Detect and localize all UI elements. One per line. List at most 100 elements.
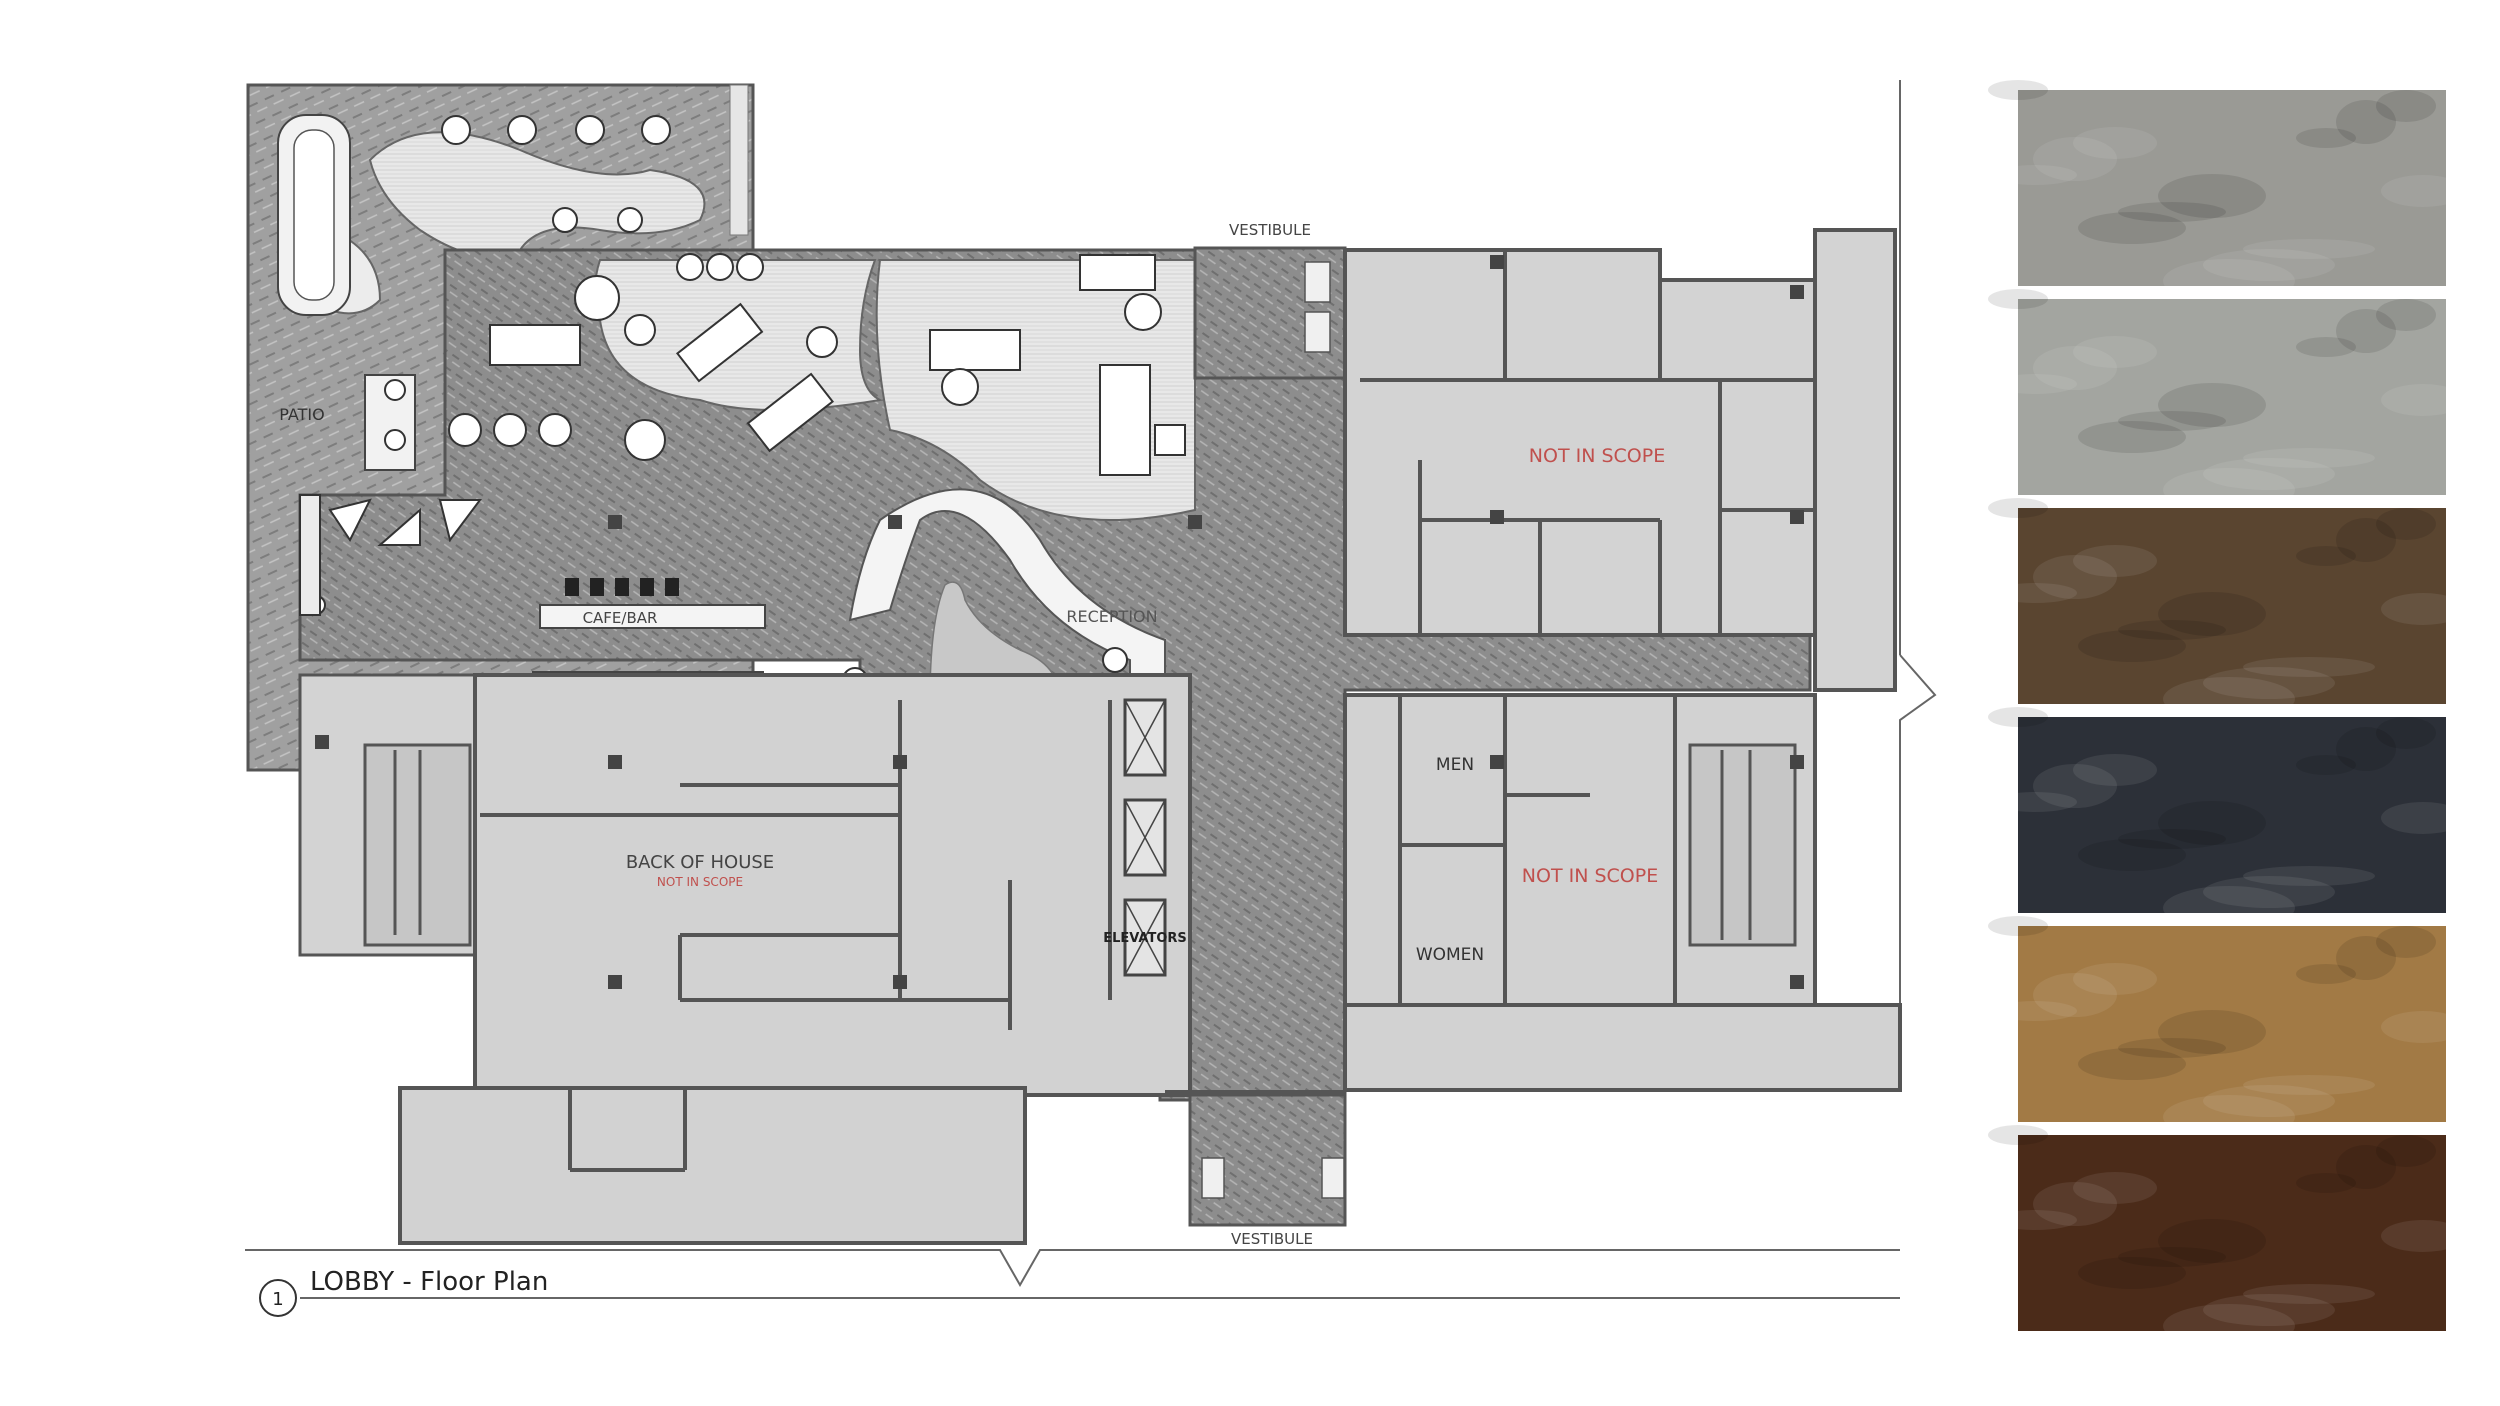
material-texture-dark-carpet [2163,886,2295,930]
material-texture-stone-tile [2243,239,2375,259]
material-texture-stone-tile [1993,165,2077,185]
material-texture-concrete [2381,384,2465,416]
material-texture-concrete [2203,458,2335,490]
view-number-circle [259,1279,297,1317]
material-texture-patterned-carpet [2033,555,2117,599]
site-lines [245,80,1937,1299]
material-texture-stone-tile [2033,137,2117,181]
patio-planters [299,494,482,616]
material-texture-patterned-carpet [2203,667,2335,699]
material-texture-dark-carpet [2381,802,2465,834]
material-texture-patterned-carpet [2336,518,2396,562]
material-texture-stone-tile [1988,80,2048,100]
not-in-scope-right-label: NOT IN SCOPE [1522,865,1658,887]
material-texture-walnut-wood [2376,1135,2436,1167]
material-texture-patterned-carpet [1988,498,2048,518]
material-texture-dark-carpet [2078,839,2186,871]
material-texture-walnut-wood [2336,1145,2396,1189]
material-texture-walnut-wood [2163,1304,2295,1348]
material-texture-walnut-wood [2078,1257,2186,1289]
material-texture-patterned-carpet [2078,630,2186,662]
material-texture-metallic-bronze [2158,1010,2266,1054]
material-swatch-dark-carpet [2018,717,2446,913]
material-texture-concrete [2073,336,2157,368]
material-texture-concrete [2296,337,2356,357]
material-texture-metallic-bronze [2243,1075,2375,1095]
material-texture-metallic-bronze [2118,1038,2226,1058]
elevators-label: ELEVATORS [1103,931,1187,946]
material-texture-walnut-wood [2118,1247,2226,1267]
cafe-bar-label: CAFE/BAR [583,609,658,627]
plan-title: LOBBY - Floor Plan [310,1267,548,1297]
vestibule-top-label: VESTIBULE [1229,221,1311,239]
material-texture-patterned-carpet [2376,508,2436,540]
material-texture-patterned-carpet [2381,593,2465,625]
material-swatch-metallic-bronze [2018,926,2446,1122]
material-texture-concrete [2336,309,2396,353]
offices-top-right [1343,228,1897,692]
material-texture-dark-carpet [2118,829,2226,849]
material-texture-walnut-wood [2203,1294,2335,1326]
material-texture-stone-tile [2203,249,2335,281]
material-texture-dark-carpet [2158,801,2266,845]
stair-right [1688,743,1797,947]
material-texture-metallic-bronze [1993,1001,2077,1021]
material-swatch-stone-tile [2018,90,2446,286]
material-texture-metallic-bronze [2163,1095,2295,1139]
material-texture-metallic-bronze [2381,1011,2465,1043]
material-texture-dark-carpet [2296,755,2356,775]
view-number: 1 [272,1289,283,1310]
material-texture-dark-carpet [2336,727,2396,771]
columns [315,255,1804,989]
not-in-scope-top-label: NOT IN SCOPE [1529,445,1665,467]
material-texture-concrete [2376,299,2436,331]
material-texture-metallic-bronze [2336,936,2396,980]
material-texture-concrete [2118,411,2226,431]
material-texture-concrete [2158,383,2266,427]
material-texture-walnut-wood [2033,1182,2117,1226]
material-texture-stone-tile [2163,259,2295,303]
material-texture-stone-tile [2073,127,2157,159]
men-label: MEN [1436,755,1474,775]
material-texture-metallic-bronze [2296,964,2356,984]
material-texture-dark-carpet [2203,876,2335,908]
material-texture-walnut-wood [2158,1219,2266,1263]
material-texture-patterned-carpet [2118,620,2226,640]
material-texture-walnut-wood [1993,1210,2077,1230]
material-texture-walnut-wood [2381,1220,2465,1252]
material-texture-dark-carpet [1993,792,2077,812]
material-texture-patterned-carpet [2243,657,2375,677]
material-texture-walnut-wood [2296,1173,2356,1193]
back-of-house-note: NOT IN SCOPE [657,875,743,889]
material-swatch-walnut-wood [2018,1135,2446,1331]
material-swatch-concrete [2018,299,2446,495]
material-texture-concrete [2163,468,2295,512]
material-texture-stone-tile [2381,175,2465,207]
material-texture-concrete [2033,346,2117,390]
material-texture-dark-carpet [1988,707,2048,727]
material-texture-stone-tile [2078,212,2186,244]
material-swatch-patterned-carpet [2018,508,2446,704]
material-texture-metallic-bronze [2203,1085,2335,1117]
material-texture-walnut-wood [2073,1172,2157,1204]
material-texture-stone-tile [2118,202,2226,222]
back-of-house-label: BACK OF HOUSE [626,852,774,873]
material-texture-patterned-carpet [2073,545,2157,577]
material-texture-walnut-wood [1988,1125,2048,1145]
material-texture-stone-tile [2158,174,2266,218]
material-texture-dark-carpet [2243,866,2375,886]
lobby-furniture [306,115,1186,693]
material-texture-stone-tile [2336,100,2396,144]
material-texture-patterned-carpet [2163,677,2295,721]
vestibule-bottom: VESTIBULE [1165,1090,1347,1248]
women-label: WOMEN [1416,945,1484,965]
material-texture-patterned-carpet [2158,592,2266,636]
vestibule-bottom-label: VESTIBULE [1231,1230,1313,1248]
material-texture-concrete [1988,289,2048,309]
material-palette [1988,80,2465,1348]
material-texture-metallic-bronze [2033,973,2117,1017]
material-texture-patterned-carpet [2296,546,2356,566]
material-texture-concrete [1993,374,2077,394]
material-texture-stone-tile [2296,128,2356,148]
